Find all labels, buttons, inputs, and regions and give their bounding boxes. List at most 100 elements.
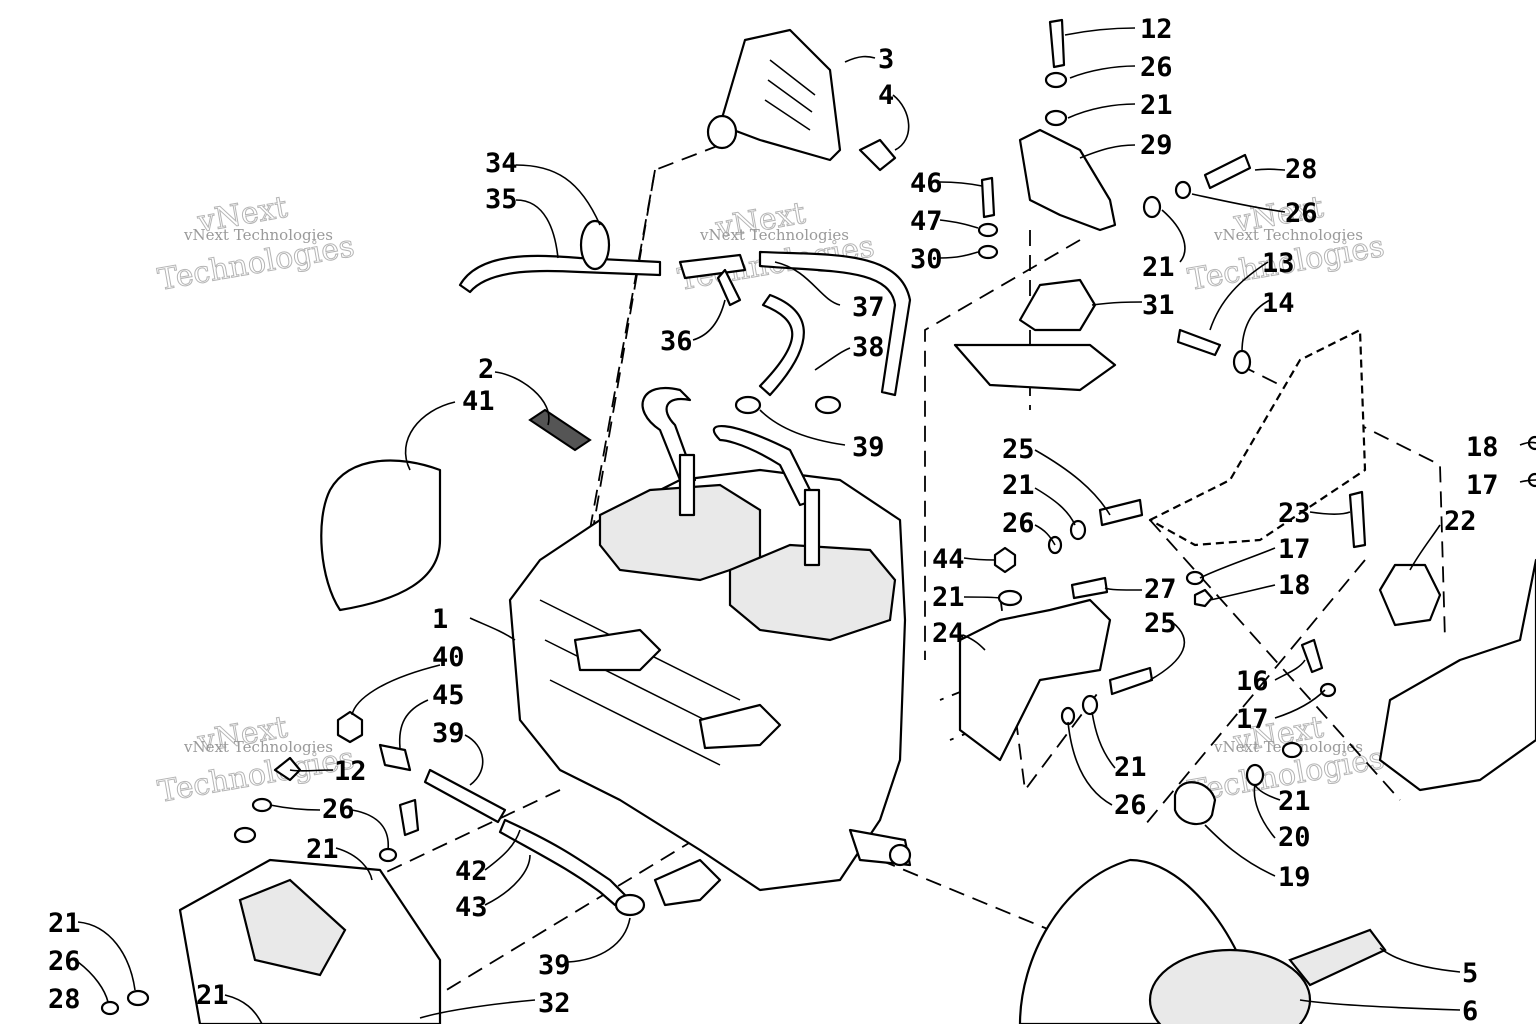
callout-number: 42 [455,856,488,887]
part-28-21-26-right-hardware [1142,153,1252,219]
callout-number: 19 [1278,862,1311,893]
callout-number: 26 [48,946,81,977]
callout-number: 26 [1114,790,1147,821]
callout-number: 40 [432,642,465,673]
part-40-45-fitting [336,710,507,824]
callout-number: 41 [462,386,495,417]
callout-number: 28 [1285,154,1318,185]
callout-number: 39 [432,718,465,749]
callout-number: 46 [910,168,943,199]
callout-number: 18 [1466,432,1499,463]
watermark-text: vNext Technologies [1213,226,1363,244]
watermark-text: vNext Technologies [183,738,333,756]
callout-number: 21 [196,980,229,1011]
callout-number: 12 [334,756,367,787]
callout-number: 6 [1462,996,1478,1024]
watermark-left-top: vNext vNext Technologies Technologies [155,189,358,298]
part-2-decal [528,408,592,452]
callout-number: 39 [852,432,885,463]
part-3-bracket [706,28,842,162]
callout-number: 12 [1140,14,1173,45]
part-12-26-21-top-hardware [1044,18,1068,127]
callout-number: 1 [432,604,448,635]
part-13-14-hardware [1176,328,1252,375]
part-34-clamp [579,219,611,271]
part-24-engine-mount-bracket [958,598,1154,762]
part-25-21-26-44-hardware [993,498,1144,607]
callout-number: 47 [910,206,943,237]
part-36-fitting [678,253,747,307]
callout-number: 20 [1278,822,1311,853]
callout-number: 45 [432,680,465,711]
callout-number: 4 [878,80,894,111]
part-39-clamp-bottom [614,893,646,917]
callout-number: 35 [485,184,518,215]
callout-number: 36 [660,326,693,357]
part-39-clamps-top [734,395,842,415]
callout-labels: 12 26 21 29 3 4 34 35 46 47 30 28 26 21 … [48,14,1499,1024]
callout-number: 26 [1140,52,1173,83]
callout-number: 14 [1262,288,1295,319]
callout-number: 3 [878,44,894,75]
callout-number: 26 [1285,198,1318,229]
callout-number: 44 [932,544,965,575]
callout-number: 27 [1144,574,1177,605]
callout-number: 21 [306,834,339,865]
callout-number: 22 [1444,506,1477,537]
callout-number: 5 [1462,958,1478,989]
part-32-mount-plate [178,858,442,1024]
part-16-17-hardware [1300,638,1337,698]
part-37-hose [758,250,912,397]
callout-number: 25 [1002,434,1035,465]
callout-number: 30 [910,244,943,275]
part-6-drive-clutch [1018,858,1312,1024]
watermark-text: vNext Technologies [699,226,849,244]
callout-number: 18 [1278,570,1311,601]
callout-number: 16 [1236,666,1269,697]
callout-number: 26 [1002,508,1035,539]
callout-number: 21 [1002,470,1035,501]
callout-number: 21 [1114,752,1147,783]
callout-number: 13 [1262,248,1295,279]
part-5-drive-belt [1288,928,1387,987]
callout-number: 25 [1144,608,1177,639]
part-1-engine [508,387,912,907]
part-right-spindle-housing [1378,558,1536,792]
part-right-chassis-panel [1148,328,1367,547]
callout-number: 26 [322,794,355,825]
callout-number: 21 [1278,786,1311,817]
part-4-clip [858,138,897,172]
callout-number: 34 [485,148,518,179]
callout-number: 31 [1142,290,1175,321]
callout-number: 2 [478,354,494,385]
part-17-18-23-22-hardware [1185,435,1536,627]
part-31-mount [953,278,1117,392]
callout-number: 39 [538,950,571,981]
callout-number: 21 [932,582,965,613]
part-41-cover [320,459,442,612]
callout-number: 28 [48,984,81,1015]
callout-number: 17 [1466,470,1499,501]
callout-number: 17 [1278,534,1311,565]
callout-number: 21 [1142,252,1175,283]
watermark-text: vNext Technologies [183,226,333,244]
callout-number: 32 [538,988,571,1019]
part-38-hose [758,293,805,397]
callout-number: 43 [455,892,488,923]
watermark-center-top: vNext vNext Technologies Technologies [675,195,878,298]
part-29-bracket [1018,128,1117,232]
part-46-47-30-hardware [977,176,999,260]
callout-number: 29 [1140,130,1173,161]
part-35-hose [458,254,662,294]
leader-lines [77,27,1536,1024]
callout-number: 37 [852,292,885,323]
callout-number: 21 [1140,90,1173,121]
callout-number: 38 [852,332,885,363]
callout-number: 17 [1236,704,1269,735]
callout-number: 23 [1278,498,1311,529]
part-21-26-28-bottom-left-hardware [100,989,150,1016]
callout-number: 24 [932,618,965,649]
callout-number: 21 [48,908,81,939]
